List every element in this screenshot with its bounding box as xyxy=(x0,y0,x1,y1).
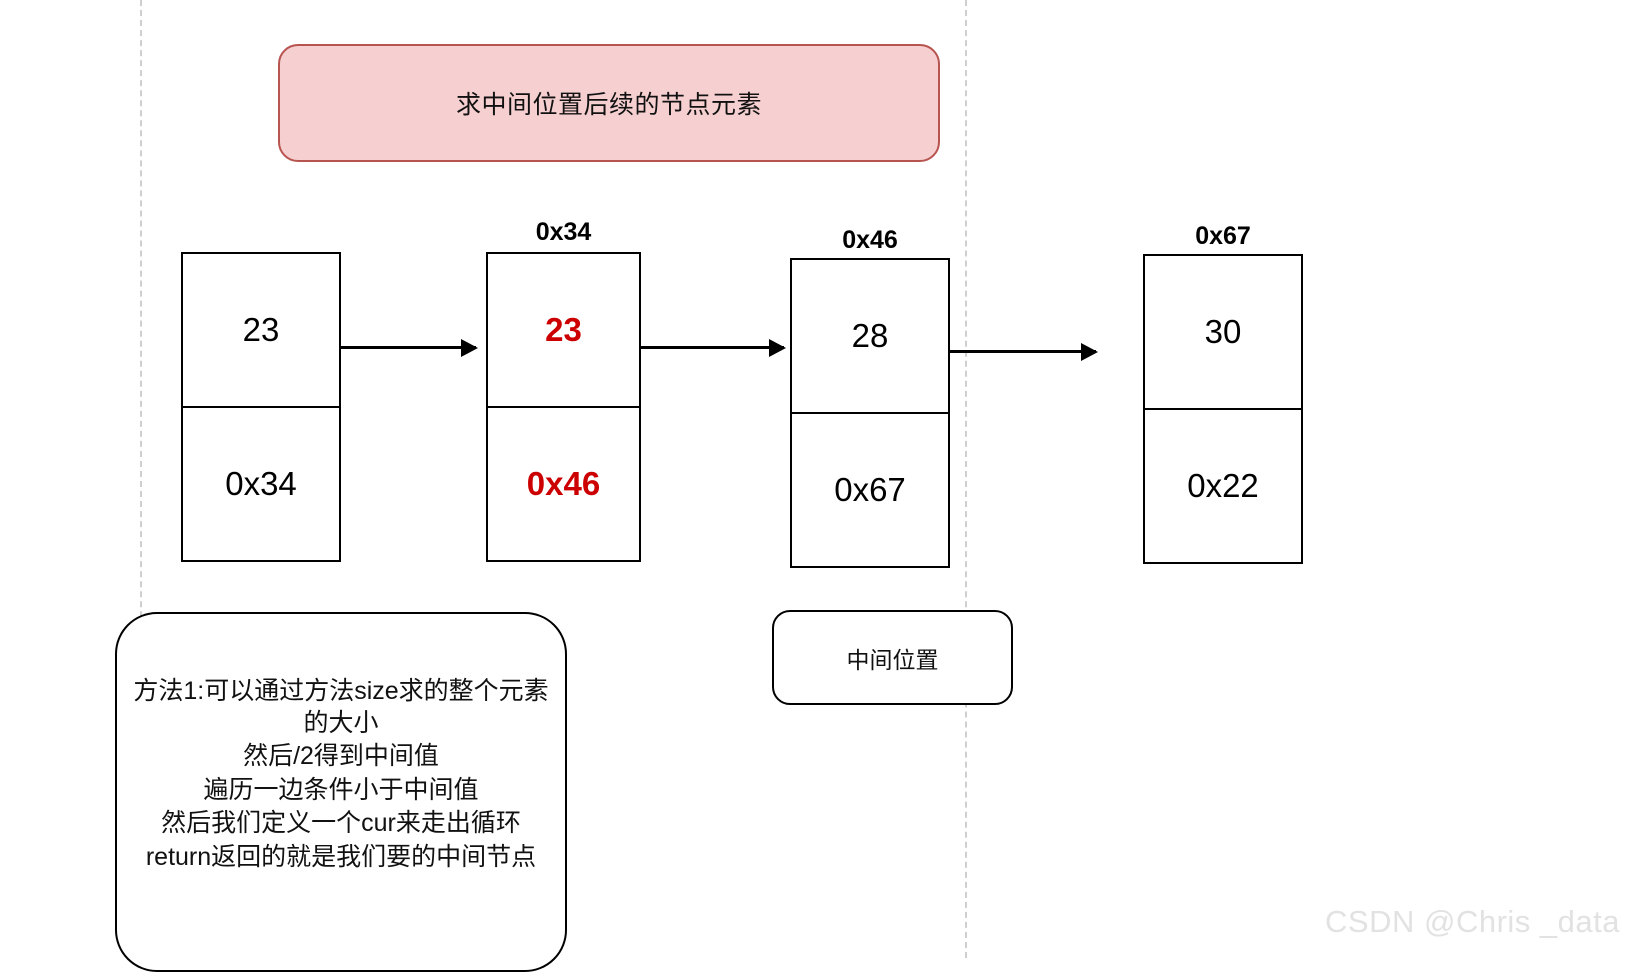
method-note-line-5: return返回的就是我们要的中间节点 xyxy=(145,842,537,871)
method-note-line-3: 遍历一边条件小于中间值 xyxy=(203,775,479,804)
node-next-1: 0x34 xyxy=(225,465,297,502)
node-address-label-3: 0x46 xyxy=(842,226,898,254)
middle-position-callout: 中间位置 xyxy=(772,610,1013,705)
method-note-line-1: 方法1:可以通过方法size求的整个元素的大小 xyxy=(133,677,549,737)
arrow-node1-to-node2 xyxy=(341,346,476,349)
method-note-line-4: 然后我们定义一个cur来走出循环 xyxy=(161,809,521,837)
node-value-3: 28 xyxy=(792,260,948,414)
node-value-4: 30 xyxy=(1145,256,1301,410)
dashed-guide-right xyxy=(965,0,967,958)
node-next-2: 0x46 xyxy=(526,465,601,502)
method-note-lines: 方法1:可以通过方法size求的整个元素的大小 然后/2得到中间值 遍历一边条件… xyxy=(117,676,565,873)
list-node-3: 28 0x67 xyxy=(790,258,950,568)
list-node-4: 30 0x22 xyxy=(1143,254,1303,564)
title-banner: 求中间位置后续的节点元素 xyxy=(278,44,940,162)
title-banner-label: 求中间位置后续的节点元素 xyxy=(455,91,762,119)
list-node-1: 23 0x34 xyxy=(181,252,341,562)
node-address-label-2: 0x34 xyxy=(535,218,592,246)
method-note-line-2: 然后/2得到中间值 xyxy=(243,742,439,770)
node-value-2: 23 xyxy=(488,254,639,408)
arrow-node2-to-node3 xyxy=(641,346,784,349)
node-value-1: 23 xyxy=(183,254,339,408)
node-next-3: 0x67 xyxy=(834,471,906,508)
csdn-watermark: CSDN @Chris _data xyxy=(1325,904,1620,939)
middle-position-label: 中间位置 xyxy=(846,646,939,673)
method-note-callout: 方法1:可以通过方法size求的整个元素的大小 然后/2得到中间值 遍历一边条件… xyxy=(115,612,567,972)
dashed-guide-left xyxy=(140,0,142,958)
arrow-node3-to-node4 xyxy=(950,350,1096,353)
node-next-4: 0x22 xyxy=(1187,467,1259,504)
list-node-2: 23 0x46 xyxy=(486,252,641,562)
node-address-label-4: 0x67 xyxy=(1195,222,1251,250)
